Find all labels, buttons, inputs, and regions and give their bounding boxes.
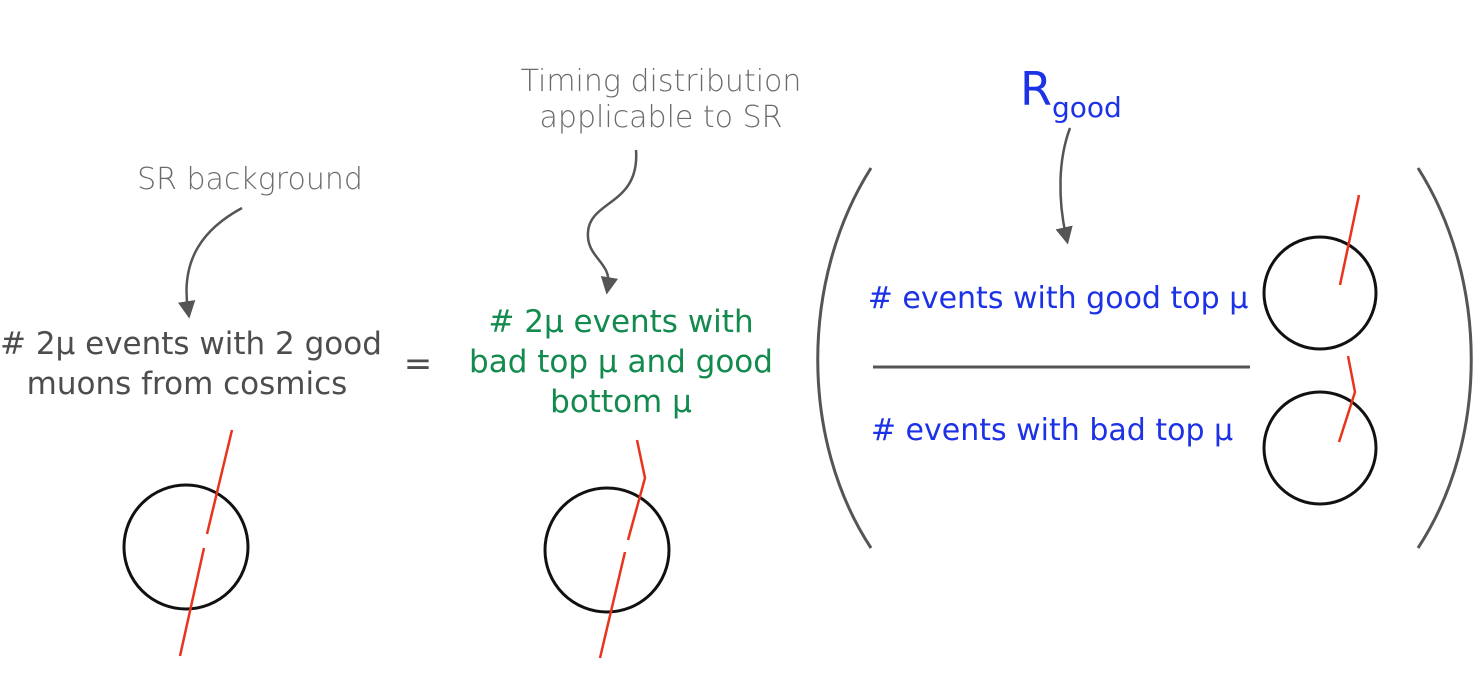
timing-annotation-line1: Timing distribution	[520, 64, 802, 99]
fraction-denominator: # events with bad top μ	[870, 413, 1234, 448]
timing-annotation-line2: applicable to SR	[539, 100, 783, 135]
r-good-arrow	[1055, 127, 1073, 245]
sr-background-arrow	[178, 206, 243, 319]
detector-bad-top-good-bottom	[543, 439, 671, 659]
timing-arrow	[586, 149, 638, 295]
left-parenthesis	[816, 167, 873, 549]
equals-sign: =	[403, 344, 433, 384]
detector-circle	[543, 486, 671, 614]
mid-line3: bottom μ	[550, 384, 692, 420]
detector-circle	[1262, 390, 1378, 506]
detector-circle	[122, 483, 250, 611]
detector-good-top	[1262, 194, 1378, 351]
r-good-symbol: R	[1020, 62, 1052, 116]
mid-line1: # 2μ events with	[488, 304, 754, 340]
mid-expression: # 2μ events with bad top μ and good bott…	[462, 302, 780, 422]
muon-track-top-kinked	[1337, 355, 1357, 443]
muon-track-top	[205, 429, 234, 535]
lhs-line1: # 2μ events with 2 good	[0, 326, 382, 362]
muon-track-bottom	[598, 551, 627, 659]
r-good-label: Rgood	[1020, 66, 1122, 122]
mid-line2: bad top μ and good	[469, 344, 773, 380]
detector-bad-top	[1262, 355, 1378, 506]
right-parenthesis	[1416, 167, 1473, 549]
muon-track-bottom	[178, 547, 206, 657]
muon-track-top	[1338, 194, 1361, 286]
fraction-numerator: # events with good top μ	[867, 281, 1249, 316]
lhs-line2: muons from cosmics	[26, 366, 348, 402]
detector-two-good-muons	[122, 429, 250, 657]
timing-distribution-annotation: Timing distribution applicable to SR	[500, 64, 822, 136]
detector-circle	[1262, 235, 1378, 351]
sr-background-annotation: SR background	[137, 162, 363, 197]
lhs-expression: # 2μ events with 2 good muons from cosmi…	[0, 324, 382, 404]
muon-track-top-kinked	[626, 439, 647, 541]
r-good-subscript: good	[1051, 91, 1122, 124]
